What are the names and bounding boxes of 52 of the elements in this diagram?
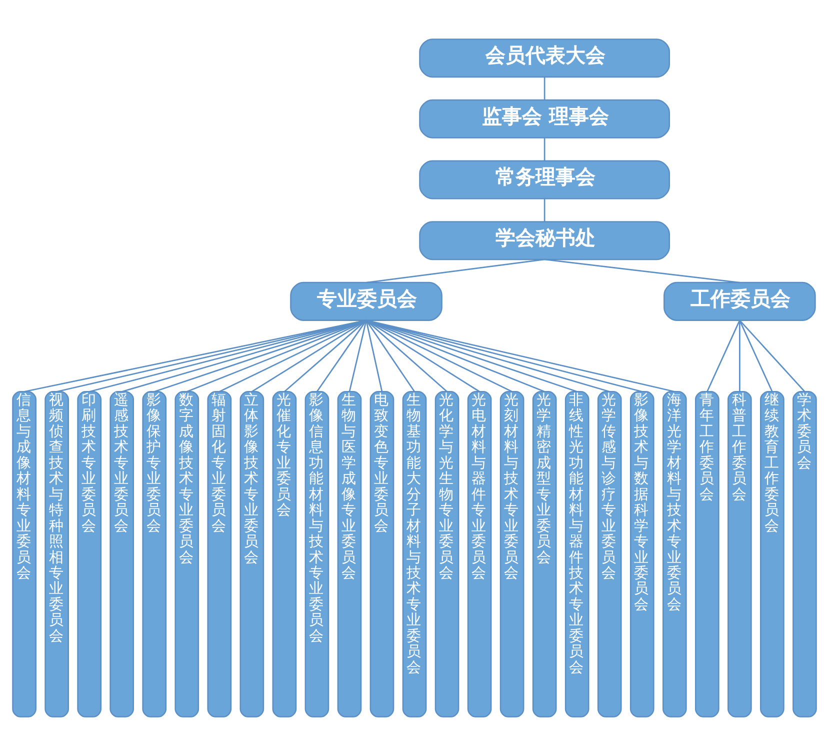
connector xyxy=(544,258,740,284)
node-box: 学术委员会 xyxy=(792,391,817,718)
node-box: 监事会 理事会 xyxy=(419,99,670,138)
connector xyxy=(366,258,545,284)
connector xyxy=(366,320,545,392)
connector xyxy=(348,320,367,392)
node-box: 会员代表大会 xyxy=(419,38,670,78)
connector xyxy=(284,320,367,392)
connector xyxy=(366,320,512,392)
node-box: 光学精密成型专业委员会 xyxy=(532,391,557,718)
connector xyxy=(739,320,806,392)
node-box: 遥感技术专业委员会 xyxy=(110,391,134,718)
connector xyxy=(739,320,773,392)
node-box: 专业委员会 xyxy=(290,282,442,321)
node-box: 光化学与光生物专业委员会 xyxy=(434,391,460,718)
node-box: 常务理事会 xyxy=(419,160,670,200)
connector xyxy=(738,320,740,392)
node-box: 非线性光功能材料与器件技术专业委员会 xyxy=(564,391,590,718)
connector xyxy=(186,320,366,392)
node-box: 生物与医学成像专业委员会 xyxy=(337,391,362,718)
node-box: 工作委员会 xyxy=(664,282,816,321)
node-box: 影像技术与数据科学专业委员会 xyxy=(630,391,654,718)
node-box: 视频侦查技术与特种照相专业委员会 xyxy=(44,391,69,718)
node-box: 学会秘书处 xyxy=(419,221,670,260)
connector xyxy=(366,320,383,392)
connector xyxy=(544,198,546,222)
node-box: 影像保护专业委员会 xyxy=(142,391,167,718)
node-box: 立体影像技术专业委员会 xyxy=(240,391,264,718)
node-box: 光电材料与器件专业委员会 xyxy=(467,391,492,718)
node-box: 继续教育工作委员会 xyxy=(760,391,784,718)
node-box: 科普工作委员会 xyxy=(728,391,752,718)
node-box: 海洋光学材料与技术专业委员会 xyxy=(662,391,687,718)
node-box: 影像信息功能材料与技术专业委员会 xyxy=(304,391,330,718)
node-box: 光刻材料与技术专业委员会 xyxy=(500,391,524,718)
connector xyxy=(219,320,367,392)
connector xyxy=(366,320,480,392)
connector xyxy=(544,138,546,161)
connector xyxy=(252,320,367,392)
node-box: 辐射固化专业委员会 xyxy=(207,391,232,718)
node-box: 光学传感与诊疗专业委员会 xyxy=(597,391,622,718)
node-box: 信息与成像材料专业委员会 xyxy=(12,391,36,718)
node-box: 青年工作委员会 xyxy=(694,391,720,718)
connector xyxy=(366,320,416,392)
connector xyxy=(366,320,448,392)
node-box: 印刷技术专业委员会 xyxy=(77,391,102,718)
node-box: 电致变色专业委员会 xyxy=(370,391,394,718)
connector xyxy=(316,320,367,392)
connector xyxy=(706,320,740,392)
node-box: 光催化专业委员会 xyxy=(272,391,297,718)
node-box: 数字成像技术专业委员会 xyxy=(174,391,200,718)
connector xyxy=(544,76,546,100)
node-box: 生物基功能大分子材料与技术专业委员会 xyxy=(402,391,427,718)
